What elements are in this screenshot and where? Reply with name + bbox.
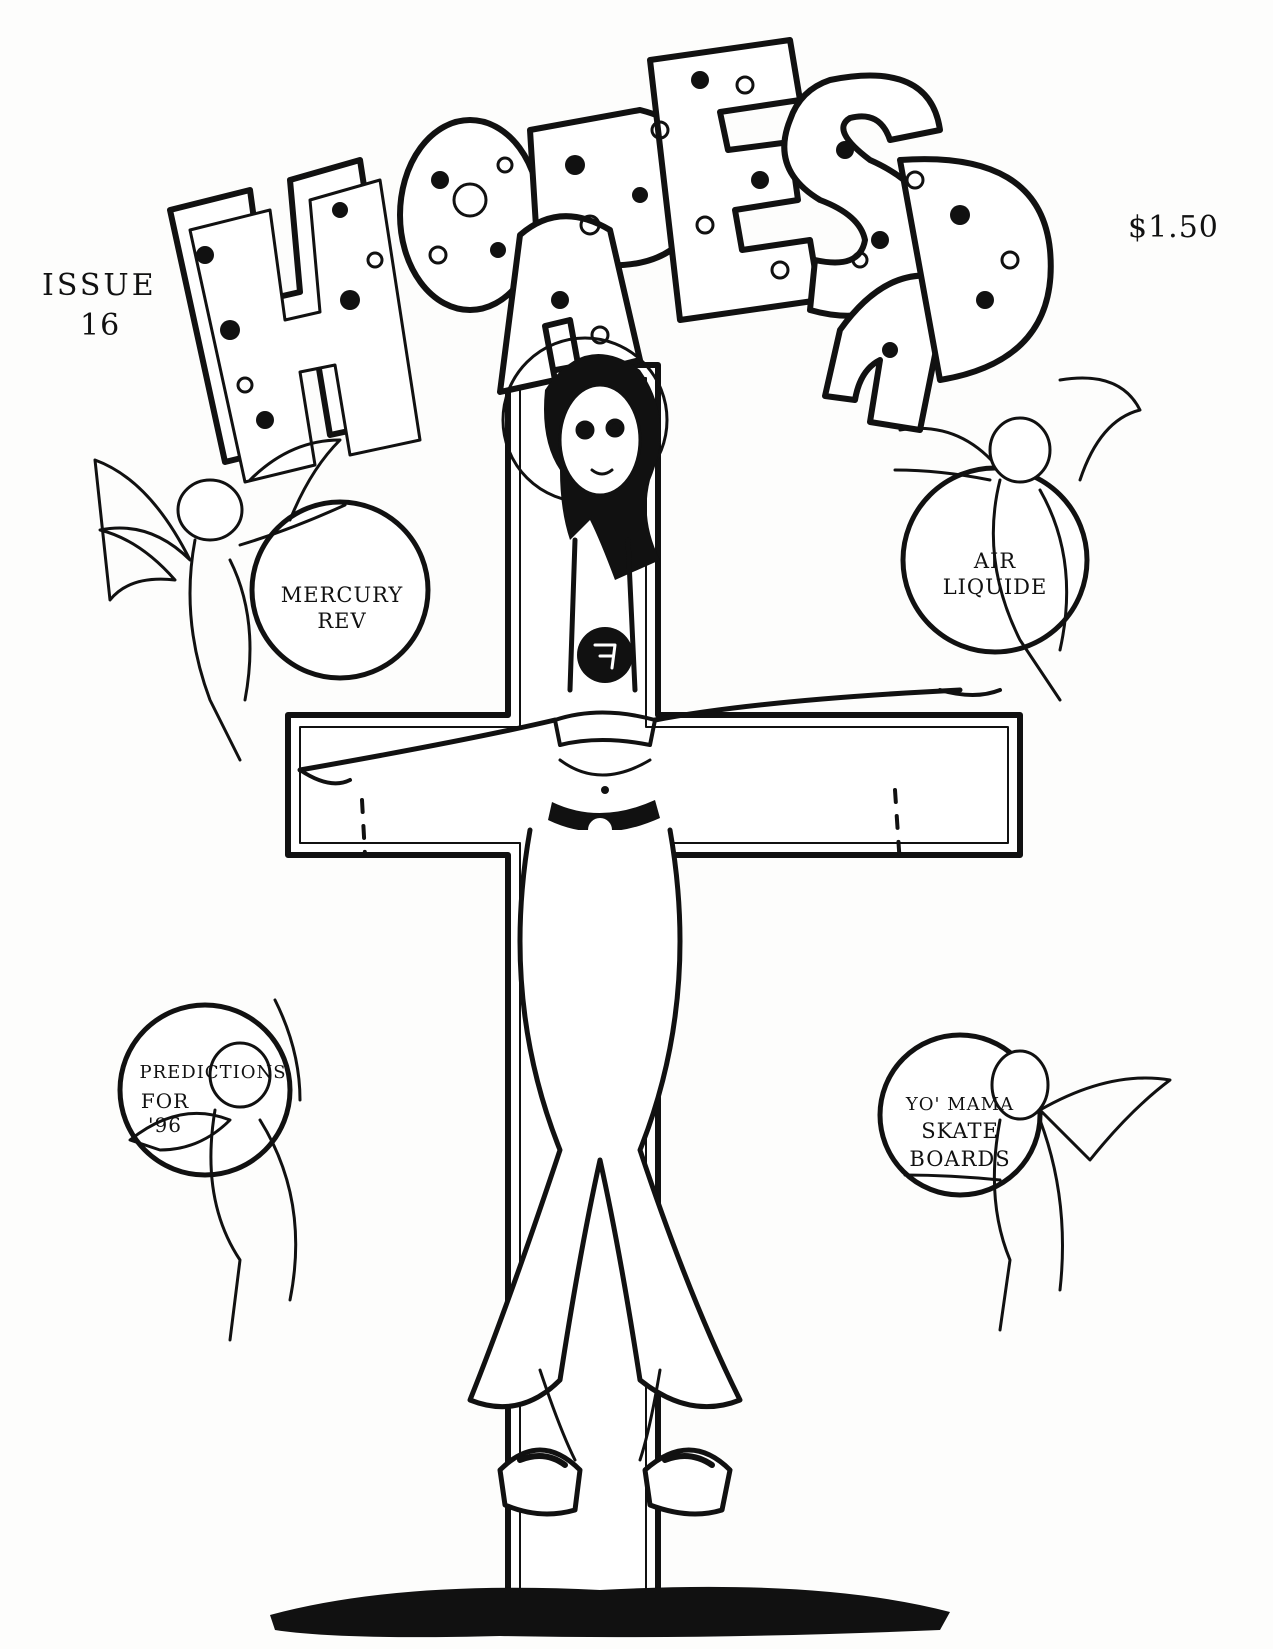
badge-mercury-rev — [249, 499, 431, 681]
cherub-icon — [93, 438, 347, 762]
cherub-icon — [893, 376, 1142, 702]
feature-skate-boards-line-2: SKATE — [921, 1119, 999, 1143]
logo-rings — [236, 75, 1020, 394]
cover-price: $1.50 — [1128, 210, 1219, 245]
polka-dot-letters-logo — [167, 37, 1054, 484]
issue-label: ISSUE — [42, 268, 157, 303]
ink-pool — [270, 1586, 950, 1638]
feature-skate-boards-line-3: BOARDS — [909, 1147, 1011, 1171]
feature-predictions-line-2: FOR — [140, 1089, 190, 1113]
feature-air-liquide-line-1: AIR — [973, 549, 1017, 573]
crucified-figure — [297, 336, 1002, 1517]
feature-air-liquide-line-2: LIQUIDE — [942, 575, 1048, 599]
issue-number: 16 — [80, 308, 121, 343]
cherub-icon — [903, 1049, 1172, 1332]
feature-predictions-line-3: '96 — [148, 1113, 182, 1137]
feature-skate-boards-line-1: YO' MAMA — [905, 1094, 1015, 1115]
cherub-icon — [128, 998, 302, 1342]
feature-mercury-rev-line-2: REV — [317, 609, 367, 633]
logo-dots — [196, 71, 994, 429]
feature-mercury-rev-line-1: MERCURY — [280, 583, 404, 607]
feature-predictions-line-1: PREDICTIONS — [139, 1062, 287, 1083]
